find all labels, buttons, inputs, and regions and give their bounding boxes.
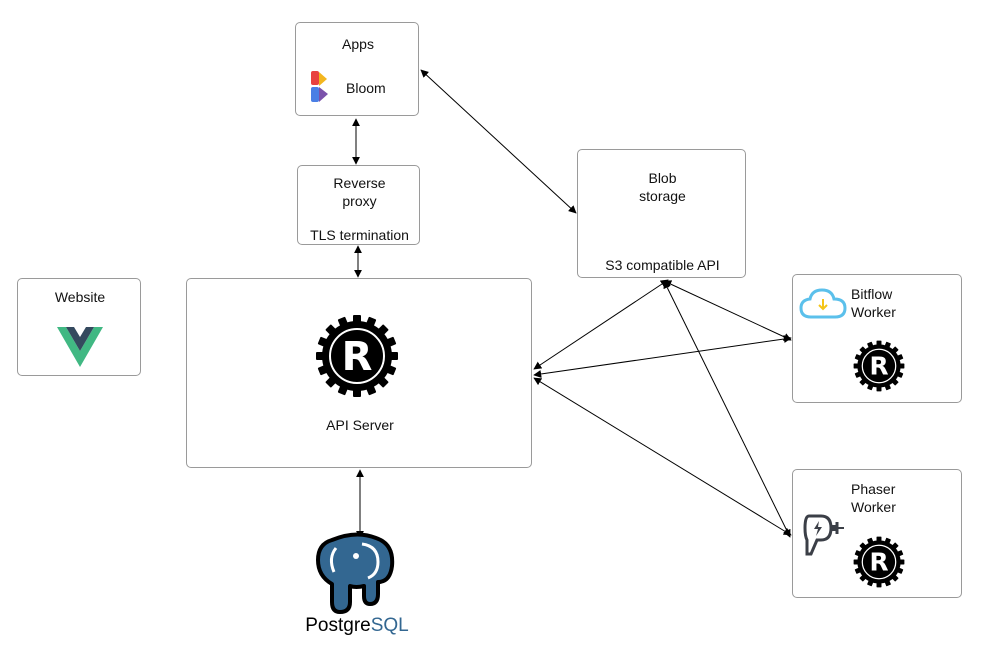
postgresql-label-part2: SQL xyxy=(370,615,409,636)
svg-text:R: R xyxy=(869,548,888,577)
phaser-plug-icon xyxy=(803,514,844,556)
bloom-logo-icon xyxy=(311,71,328,102)
apps-title: Apps xyxy=(342,36,374,52)
phaser-title-line2: Worker xyxy=(851,499,896,515)
website-title: Website xyxy=(54,289,106,305)
rust-logo-icon: R xyxy=(853,536,905,588)
arrow-apps-blob xyxy=(420,69,577,214)
blob-storage-box: Blob storage S3 compatible API xyxy=(577,149,746,278)
proxy-title-line2: proxy xyxy=(342,193,377,209)
reverse-proxy-box: Reverse proxy TLS termination xyxy=(297,165,420,245)
arrow-blob-bitflow xyxy=(663,280,792,341)
postgresql-elephant-icon xyxy=(316,532,395,614)
api-server-box: R API Server xyxy=(186,278,532,468)
arrow-blob-phaser xyxy=(663,280,791,538)
blob-title-line1: Blob xyxy=(648,170,677,186)
arrow-api-phaser xyxy=(533,377,792,536)
rust-logo-icon: R xyxy=(316,315,398,397)
svg-text:R: R xyxy=(342,334,373,380)
phaser-title-line1: Phaser xyxy=(851,481,896,497)
bitflow-title-line1: Bitflow xyxy=(851,286,893,302)
cloud-download-icon xyxy=(799,288,847,319)
bloom-label: Bloom xyxy=(346,80,386,96)
svg-text:R: R xyxy=(869,352,888,381)
vue-logo-icon xyxy=(57,327,103,367)
apps-box: Apps Bloom xyxy=(295,22,419,116)
bitflow-title-line2: Worker xyxy=(851,304,896,320)
proxy-title-line1: Reverse xyxy=(333,175,386,191)
api-title: API Server xyxy=(326,417,394,433)
phaser-worker-box: Phaser Worker R xyxy=(792,469,962,598)
bitflow-worker-box: Bitflow Worker R xyxy=(792,274,962,403)
blob-title-line2: storage xyxy=(639,188,686,204)
arrow-api-blob xyxy=(533,279,669,370)
rust-logo-icon: R xyxy=(853,340,905,392)
blob-subtitle: S3 compatible API xyxy=(605,257,720,273)
postgresql-label: PostgreSQL xyxy=(304,615,410,637)
website-box: Website xyxy=(17,278,141,376)
postgresql-label-part1: Postgre xyxy=(305,615,371,636)
proxy-subtitle: TLS termination xyxy=(310,227,409,243)
